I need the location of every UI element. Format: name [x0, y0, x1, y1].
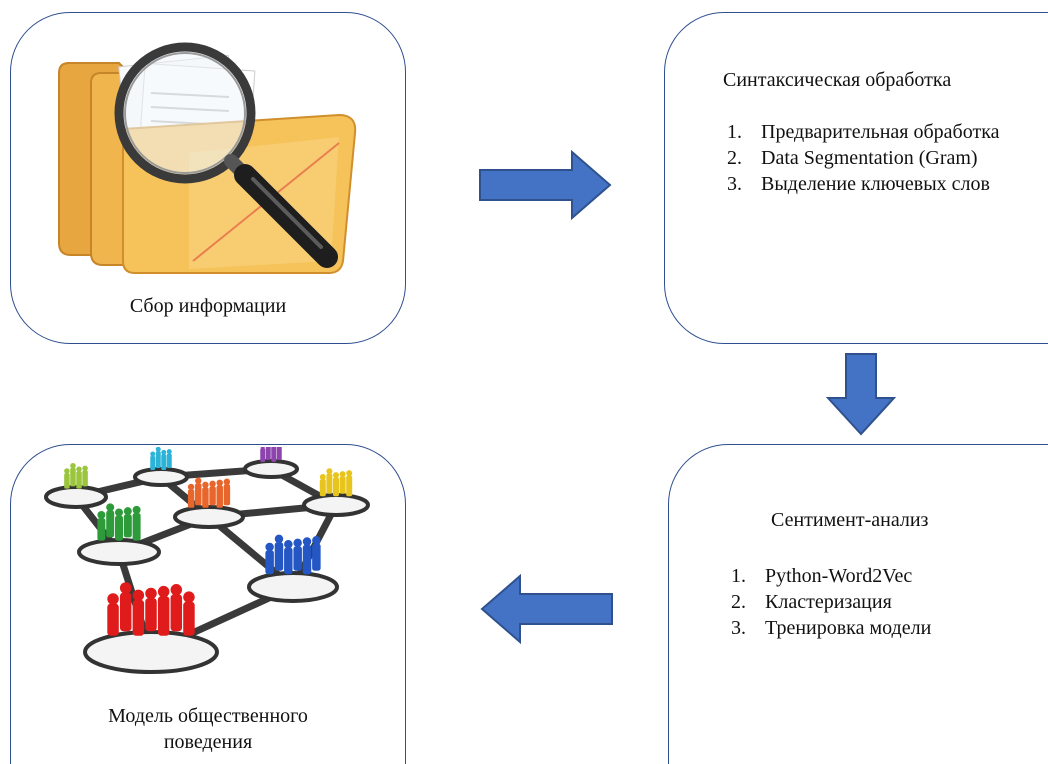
social-network-people-icon [44, 447, 370, 674]
info-collection-box: Сбор информации [10, 12, 406, 344]
list-item: 1.Предварительная обработка [727, 121, 1000, 143]
syntax-title: Синтаксическая обработка [723, 69, 952, 91]
info-collection-caption: Сбор информации [129, 295, 287, 317]
sentiment-steps-list: 1.Python-Word2Vec 2.Кластеризация 3.Трен… [731, 563, 1021, 641]
arrow-left-icon [480, 574, 613, 644]
sentiment-analysis-box: Сентимент-анализ 1.Python-Word2Vec 2.Кла… [668, 444, 1048, 764]
list-item: 1.Python-Word2Vec [731, 565, 913, 587]
list-item: 3.Тренировка модели [731, 617, 932, 639]
model-caption: Модель общественного поведения [108, 705, 308, 753]
syntax-steps-list: 1.Предварительная обработка 2.Data Segme… [727, 119, 1017, 197]
list-item: 2.Кластеризация [731, 591, 892, 613]
sentiment-title: Сентимент-анализ [771, 509, 929, 531]
syntax-processing-box: Синтаксическая обработка 1.Предварительн… [664, 12, 1048, 344]
list-item: 2.Data Segmentation (Gram) [727, 147, 978, 169]
arrow-down-icon [826, 353, 896, 436]
list-item: 3.Выделение ключевых слов [727, 173, 990, 195]
folder-magnifier-icon [58, 42, 357, 274]
arrow-right-icon [479, 150, 612, 220]
social-behavior-model-box: Модель общественного поведения [10, 444, 406, 764]
